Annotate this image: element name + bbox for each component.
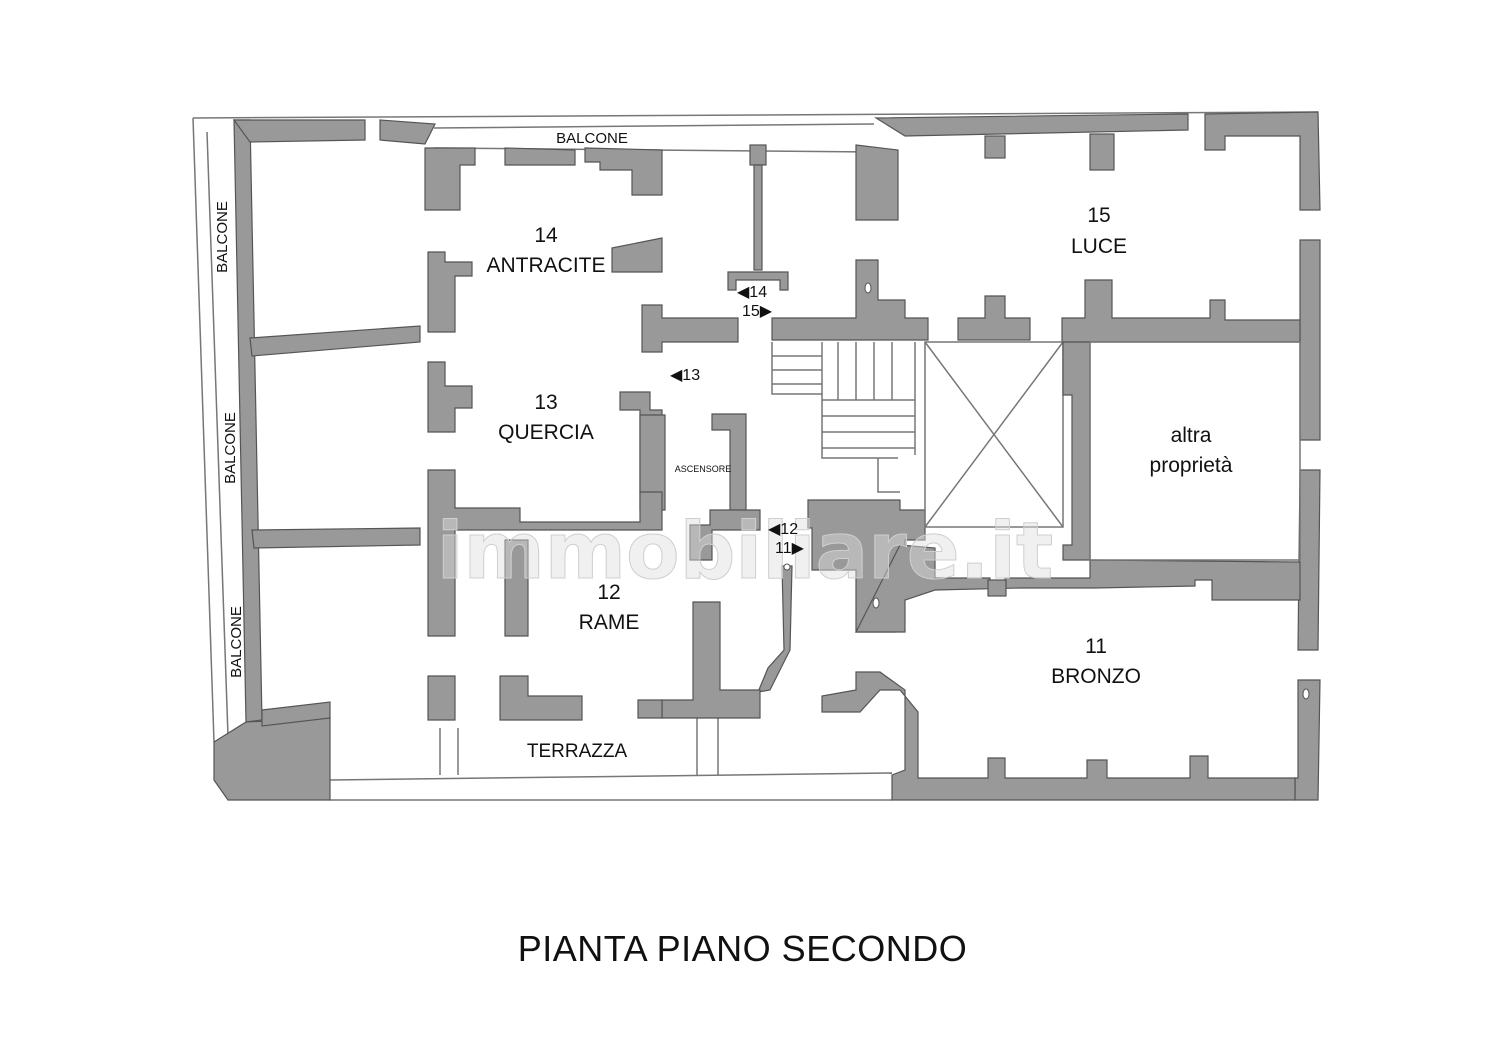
room-14-number: 14 (534, 224, 558, 247)
door-marker-13: ◀13 (670, 367, 700, 384)
staircase (771, 342, 916, 493)
room-15-number: 15 (1087, 204, 1110, 227)
room-12-name: RAME (579, 611, 640, 634)
other-property-line2: proprietà (1150, 454, 1233, 477)
balcony-label-top: BALCONE (556, 130, 628, 147)
room-12-number: 12 (597, 581, 620, 604)
door-marker-12: ◀12 (768, 521, 798, 538)
terrace-label: TERRAZZA (527, 741, 628, 762)
light-well (924, 341, 1064, 528)
door-markers: ◀14 15▶ ◀13 ◀12 11▶ (670, 284, 805, 557)
walls (213, 111, 1321, 801)
balcony-label-left-1: BALCONE (214, 201, 231, 273)
balcony-label-left-2: BALCONE (222, 412, 239, 484)
room-13-name: QUERCIA (498, 421, 594, 444)
balcony-label-left-3: BALCONE (228, 606, 245, 678)
door-marker-14: ◀14 (737, 284, 767, 301)
watermark: immobiliare.it (437, 507, 1054, 597)
room-11-number: 11 (1085, 635, 1107, 658)
plan-caption: PIANTA PIANO SECONDO (517, 928, 968, 969)
other-property-line1: altra (1171, 424, 1212, 447)
room-13-number: 13 (534, 391, 557, 414)
elevator-label: ASCENSORE (675, 464, 732, 474)
other-property-walls (1062, 341, 1301, 561)
room-15-name: LUCE (1071, 235, 1127, 258)
room-labels: 14 ANTRACITE 15 LUCE 13 QUERCIA 12 RAME … (486, 204, 1232, 688)
room-14-name: ANTRACITE (486, 254, 605, 277)
door-marker-15: 15▶ (742, 303, 773, 320)
outdoor-labels: BALCONE BALCONE BALCONE BALCONE TERRAZZA… (214, 130, 731, 762)
room-11-name: BRONZO (1051, 665, 1141, 688)
door-marker-11: 11▶ (775, 540, 805, 557)
pillars (783, 282, 1310, 700)
